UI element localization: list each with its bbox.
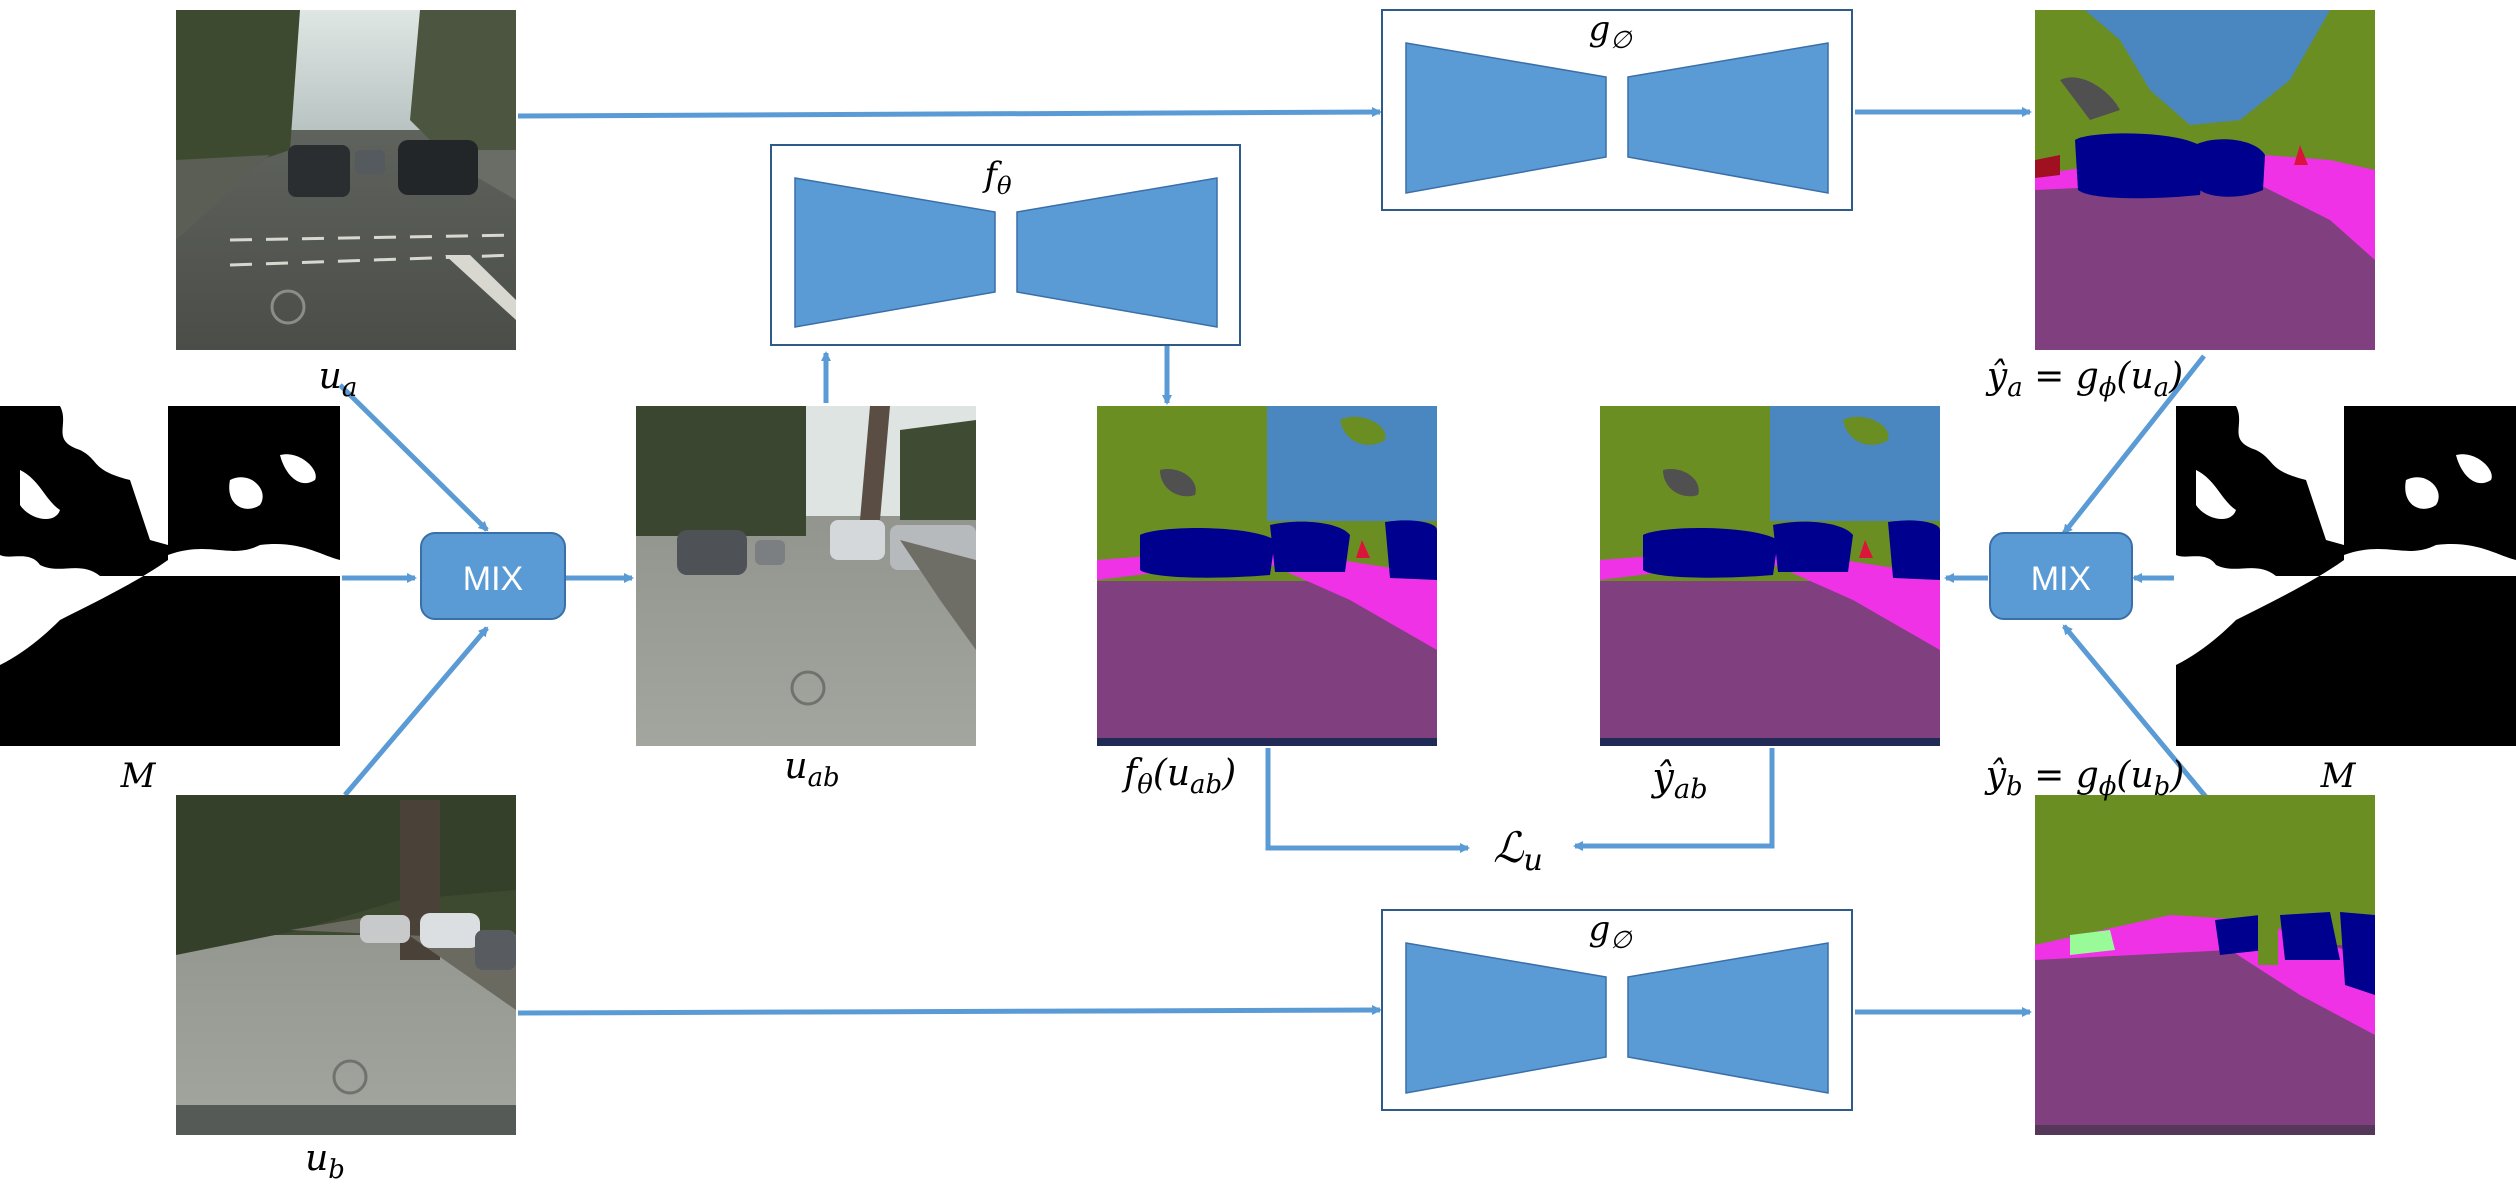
seg-y-b [2035,795,2375,1135]
f-theta-block: fθ [770,144,1241,346]
arrow-ua-to-g-top [517,107,1382,119]
label-u-ab: uab [784,746,839,793]
label-u-a: ua [319,356,358,403]
g-phi-bottom-block: g∅ [1381,909,1853,1111]
arrow-ub-to-g-bottom [517,1005,1382,1016]
arrow-ua-to-mix [338,383,489,532]
g-phi-top-label: g∅ [1588,9,1633,54]
g-phi-bottom-label: g∅ [1588,909,1633,954]
mix-right-label: MIX [2031,560,2091,598]
g-phi-top-encoder [1405,42,1607,194]
g-phi-bottom-decoder [1627,942,1829,1094]
arrow-yab-to-loss [1573,748,1775,851]
label-y-a: ŷa = gϕ(ua) [1985,356,2183,403]
label-mask-left: M [120,756,157,796]
label-u-b: ub [305,1138,345,1185]
f-theta-label: fθ [981,155,1012,200]
mix-left-box: MIX [420,532,566,620]
g-phi-bottom-encoder [1405,942,1607,1094]
label-loss: ℒu [1493,823,1543,878]
f-theta-encoder [794,177,996,328]
arrow-output-to-loss [1265,748,1470,853]
mix-right-box: MIX [1989,532,2133,620]
seg-y-ab [1600,406,1940,746]
mask-left [0,406,340,746]
mix-left-label: MIX [463,560,523,598]
image-u-ab [636,406,976,746]
arrow-yb-to-mix [2062,624,2208,799]
image-u-a [176,10,516,350]
mask-right [2176,406,2516,746]
label-f-theta-output: fθ(uab) [1121,753,1236,800]
f-theta-decoder [1016,177,1218,328]
image-u-b [176,795,516,1135]
label-y-ab: ŷab [1650,755,1707,805]
arrow-ub-to-mix [343,626,489,797]
label-y-b: ŷb = gϕ(ub) [1984,755,2185,802]
label-mask-right: M [2320,756,2357,796]
arrow-ya-to-mix [2062,354,2206,535]
g-phi-top-decoder [1627,42,1829,194]
seg-f-theta-output [1097,406,1437,746]
g-phi-top-block: g∅ [1381,9,1853,211]
arrows [338,107,2208,1017]
seg-y-a [2035,10,2375,350]
